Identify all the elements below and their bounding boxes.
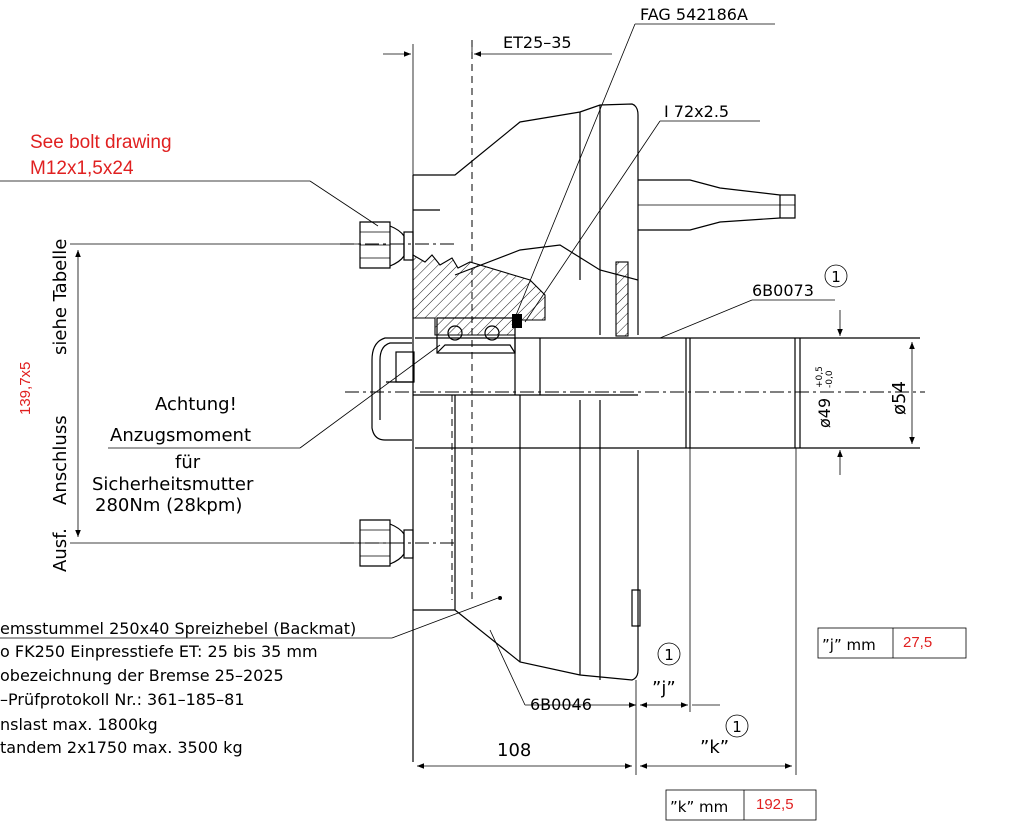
label-phi49: ø49 +0,5 -0,0 (815, 366, 835, 428)
label-k: ”k” (700, 737, 729, 758)
bearing (436, 314, 522, 354)
svg-text:-0,0: -0,0 (825, 370, 835, 388)
note-2: obezeichnung der Bremse 25–2025 (0, 666, 284, 685)
svg-text:ø54: ø54 (889, 381, 910, 415)
label-ring: I 72x2.5 (664, 102, 729, 121)
axle-shaft (415, 337, 920, 449)
label-side-3: Ausf. (50, 528, 71, 572)
label-bolt-note-2: M12x1,5x24 (30, 158, 134, 179)
svg-text:siehe Tabelle: siehe Tabelle (50, 239, 71, 355)
warn-5: 280Nm (28kpm) (95, 495, 242, 516)
circle-marker-2: 1 (657, 642, 681, 666)
wheel-bolt-top (359, 221, 414, 269)
wheel-bolt-bottom (359, 519, 414, 567)
svg-text:Ausf.: Ausf. (50, 528, 71, 572)
table-j: ”j” mm 27,5 (817, 627, 967, 659)
circle-marker-1: 1 (824, 264, 848, 288)
label-phi54: ø54 (889, 381, 910, 415)
note-0: emsstummel 250x40 Spreizhebel (Backmat) (0, 619, 356, 638)
label-6b0046: 6B0046 (530, 695, 592, 714)
label-et: ET25–35 (503, 33, 572, 52)
svg-text:1: 1 (732, 718, 742, 736)
label-bolt-note-1: See bolt drawing (30, 132, 172, 153)
svg-text:+0,5: +0,5 (815, 366, 825, 388)
warn-4: Sicherheitsmutter (92, 474, 254, 495)
note-3: –Prüfprotokoll Nr.: 361–185–81 (0, 690, 245, 709)
table-k: ”k” mm 192,5 (665, 789, 817, 821)
note-5: tandem 2x1750 max. 3500 kg (0, 738, 243, 757)
svg-text:192,5: 192,5 (756, 796, 794, 813)
warn-3: für (175, 452, 201, 473)
leader-lines (0, 23, 835, 708)
dim-et (383, 44, 612, 175)
note-1: o FK250 Einpresstiefe ET: 25 bis 35 mm (0, 642, 318, 661)
note-4: nslast max. 1800kg (0, 715, 158, 734)
warn-2: Anzugsmoment (110, 425, 251, 446)
label-side-2: Anschluss (50, 415, 71, 505)
warn-1: Achtung! (155, 394, 237, 415)
dim-pcd (70, 243, 360, 544)
brake-lever (638, 179, 796, 231)
svg-text:27,5: 27,5 (903, 634, 932, 651)
svg-text:Anschluss: Anschluss (50, 415, 71, 505)
hub-body (412, 40, 639, 762)
svg-text:”k” mm: ”k” mm (670, 798, 728, 816)
svg-text:1: 1 (831, 268, 841, 286)
label-side-1: siehe Tabelle (50, 239, 71, 355)
label-pcd: 139,7x5 (17, 362, 34, 415)
hub-section-hatch (412, 254, 546, 336)
adjuster-nut (631, 589, 641, 627)
circle-marker-3: 1 (725, 714, 749, 738)
svg-text:139,7x5: 139,7x5 (17, 362, 34, 415)
label-108: 108 (497, 740, 531, 761)
hub-cap (371, 337, 415, 441)
svg-text:ø49: ø49 (815, 398, 834, 428)
svg-text:1: 1 (664, 646, 674, 664)
dim-diameters (800, 310, 915, 475)
svg-text:”j” mm: ”j” mm (822, 636, 876, 654)
label-j: ”j” (652, 678, 676, 699)
brake-shoe-hatch (615, 261, 629, 337)
label-bearing: FAG 542186A (640, 5, 748, 24)
label-6b0073: 6B0073 (752, 281, 814, 300)
dim-bottom (417, 448, 797, 775)
